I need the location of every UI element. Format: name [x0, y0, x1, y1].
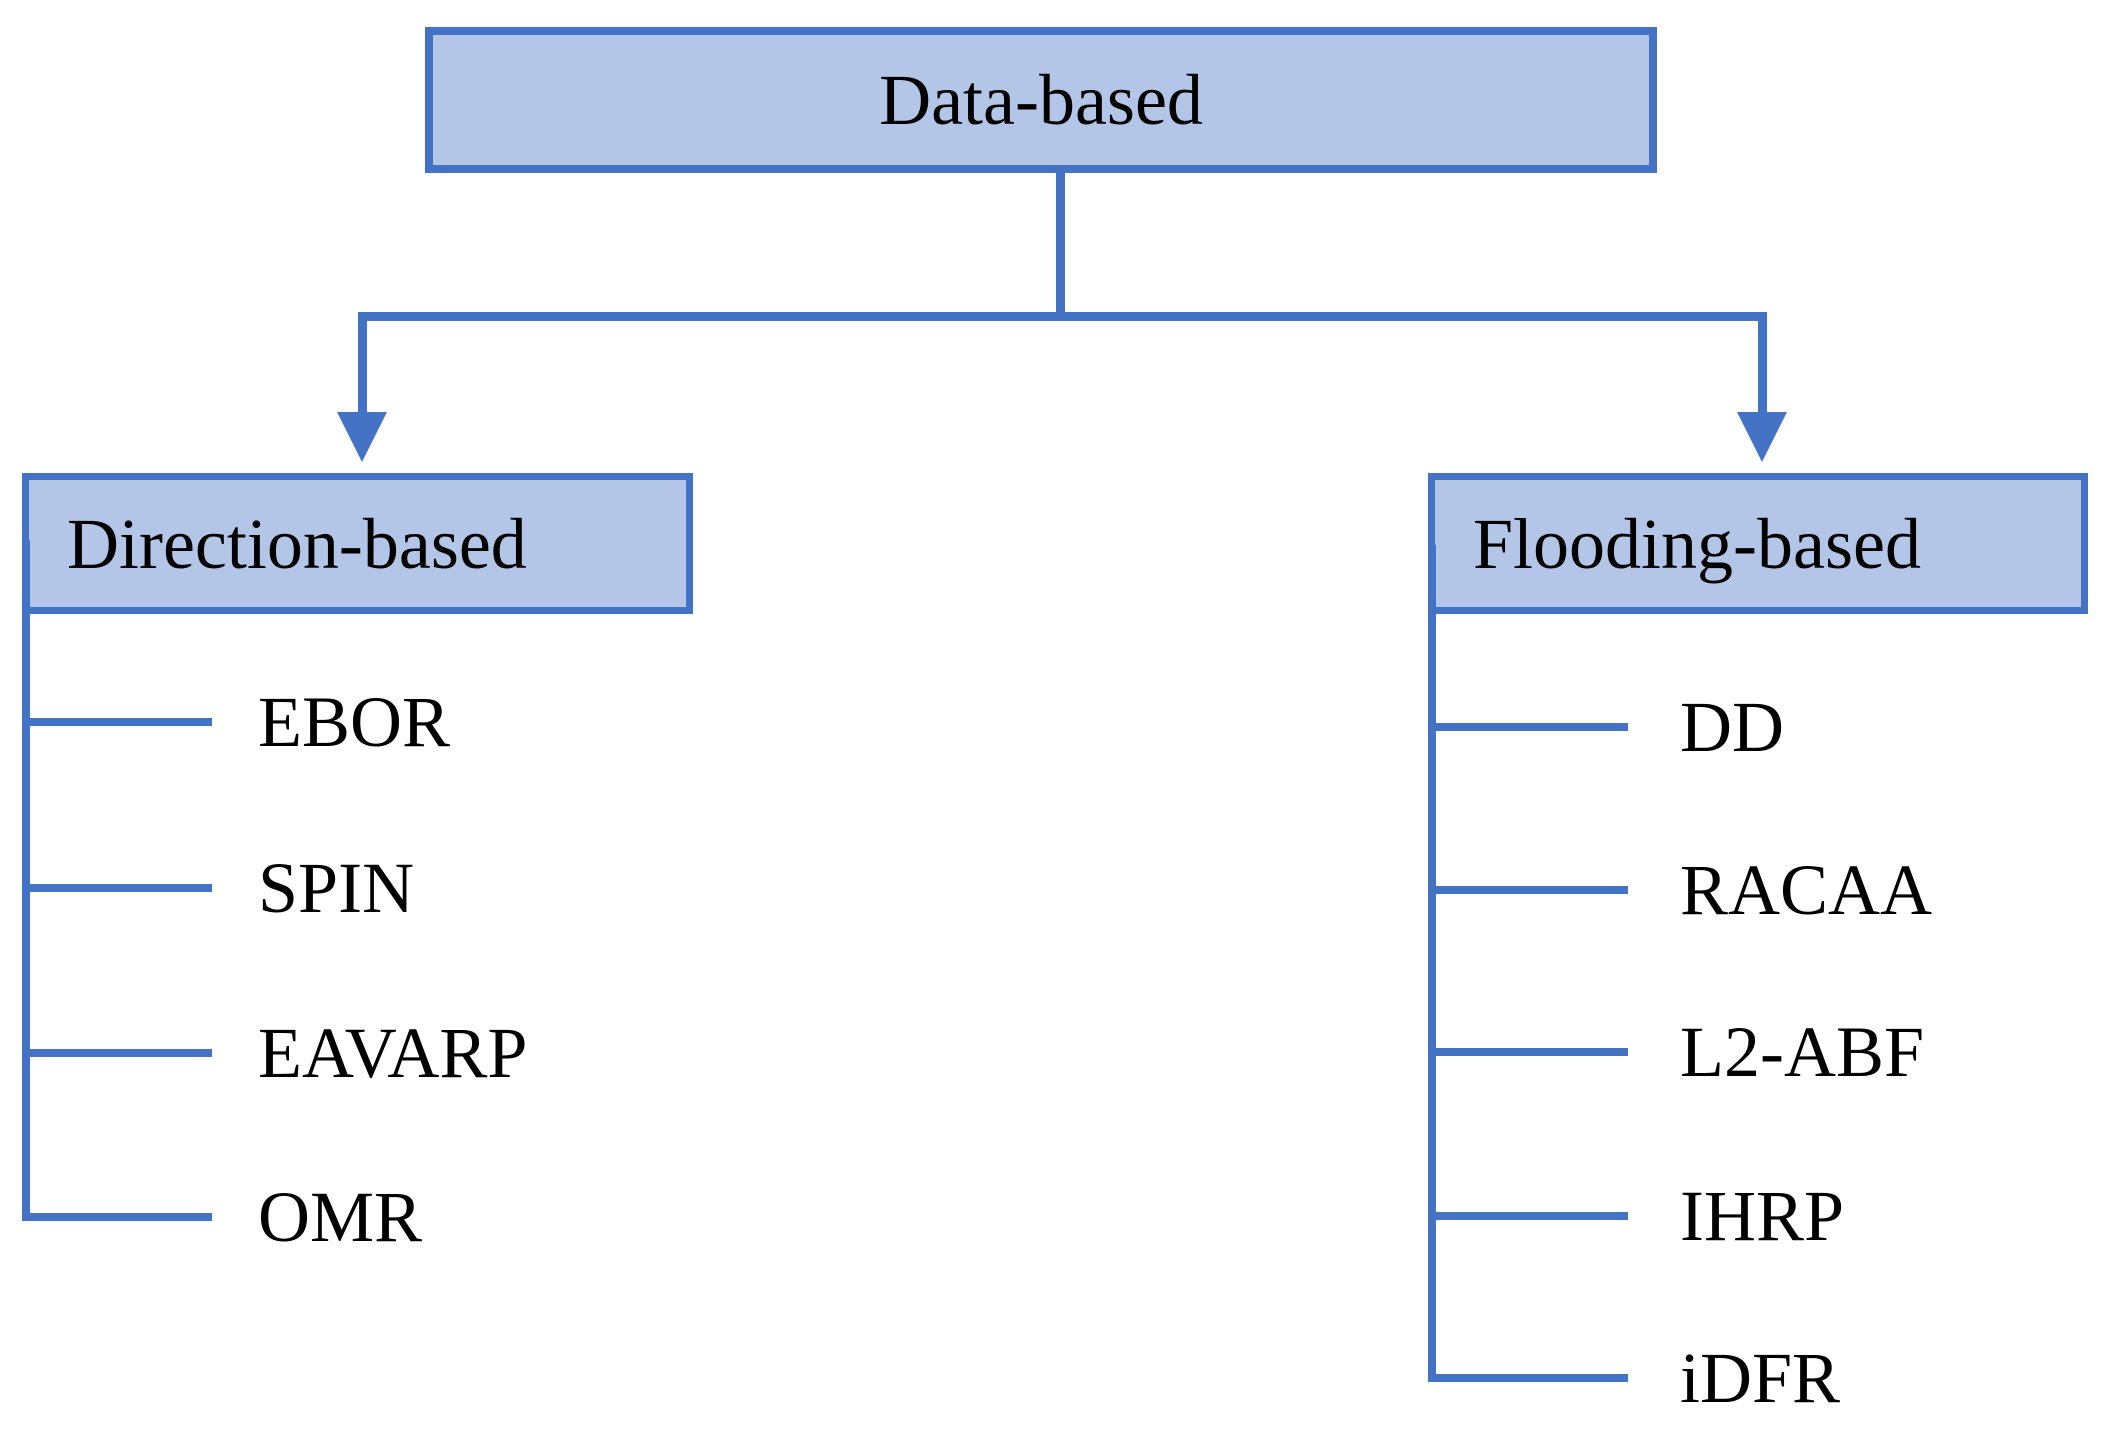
node-direction-based: Direction-based [22, 473, 693, 614]
branch-connector-line [358, 312, 1767, 321]
branch-line [1428, 723, 1628, 731]
leaf-ebor: EBOR [258, 682, 451, 762]
leaf-spin: SPIN [258, 848, 415, 928]
left-arrow-line [358, 312, 367, 414]
node-direction-based-label: Direction-based [67, 503, 527, 584]
branch-line [1428, 1374, 1628, 1382]
down-arrow-icon [1737, 412, 1787, 462]
leaf-dd: DD [1680, 687, 1784, 767]
leaf-omr: OMR [258, 1177, 423, 1257]
root-stem-line [1056, 170, 1065, 317]
down-arrow-icon [337, 412, 387, 462]
node-data-based: Data-based [425, 27, 1657, 173]
branch-line [22, 1213, 212, 1221]
node-data-based-label: Data-based [879, 60, 1203, 140]
leaf-idfr: iDFR [1680, 1338, 1841, 1418]
leaf-eavarp: EAVARP [258, 1013, 528, 1093]
branch-line [1428, 1212, 1628, 1220]
leaf-racaa: RACAA [1680, 850, 1933, 930]
right-arrow-line [1758, 312, 1767, 414]
branch-line [1428, 1048, 1628, 1056]
leaf-l2-abf: L2-ABF [1680, 1012, 1925, 1092]
branch-line [22, 884, 212, 892]
node-flooding-based: Flooding-based [1428, 473, 2088, 614]
branch-line [1428, 886, 1628, 894]
branch-line [22, 718, 212, 726]
flooding-based-spine-line [1428, 545, 1436, 1382]
direction-based-spine-line [22, 540, 30, 1221]
leaf-ihrp: IHRP [1680, 1176, 1845, 1256]
node-flooding-based-label: Flooding-based [1473, 503, 1921, 584]
branch-line [22, 1049, 212, 1057]
